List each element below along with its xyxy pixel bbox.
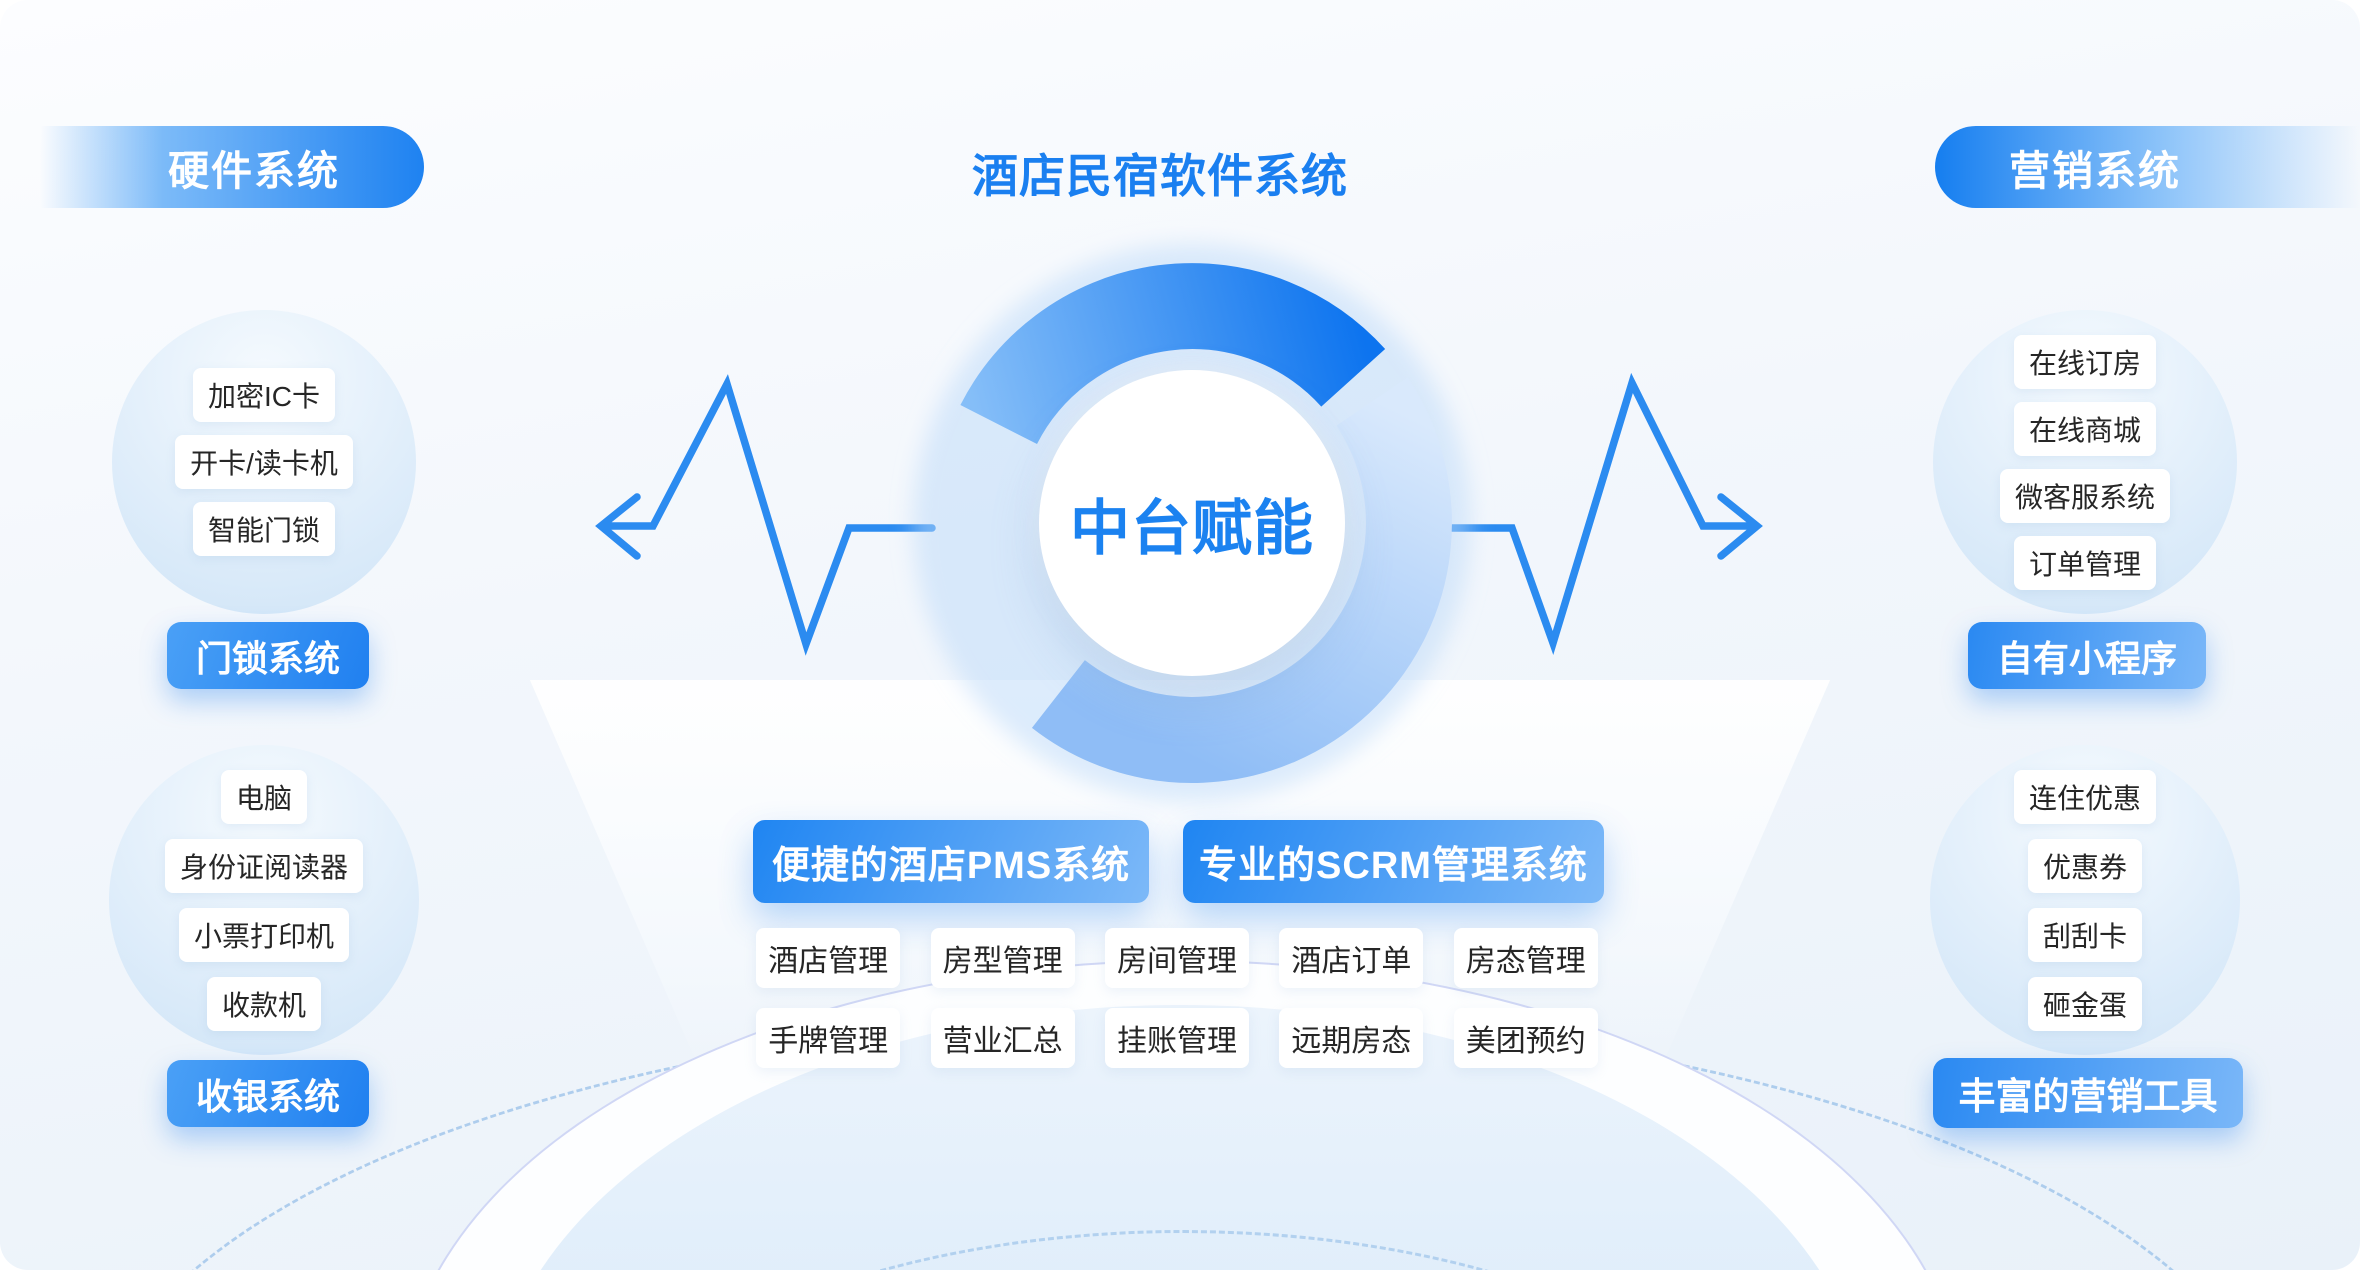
- door-lock-system-label: 门锁系统: [167, 622, 369, 689]
- group-item-chip: 在线商城: [2013, 401, 2156, 456]
- feature-chip: 房型管理: [930, 928, 1075, 988]
- feature-chip: 酒店订单: [1279, 928, 1424, 988]
- marketing-tools-bubble: 连住优惠 优惠券 刮刮卡 砸金蛋: [1930, 745, 2240, 1055]
- group-item-chip: 身份证阅读器: [164, 838, 363, 893]
- cashier-bubble: 电脑 身份证阅读器 小票打印机 收款机: [109, 745, 419, 1055]
- group-item-chip: 连住优惠: [2013, 769, 2156, 824]
- group-item-chip: 开卡/读卡机: [175, 435, 353, 489]
- marketing-system-pill: 营销系统: [1935, 126, 2360, 208]
- group-item-chip: 订单管理: [2013, 535, 2156, 590]
- group-item-chip: 微客服系统: [1999, 468, 2170, 523]
- ring-dark-arc: [960, 263, 1386, 445]
- group-item-chip: 砸金蛋: [2027, 976, 2142, 1031]
- feature-chip: 房间管理: [1104, 928, 1249, 988]
- core-ring: [913, 244, 1471, 802]
- cashier-system-label: 收银系统: [167, 1060, 369, 1127]
- hardware-system-pill: 硬件系统: [40, 126, 424, 208]
- scrm-system-button: 专业的SCRM管理系统: [1183, 820, 1604, 903]
- marketing-system-pill-label: 营销系统: [2009, 148, 2181, 194]
- feature-chip: 远期房态: [1279, 1008, 1424, 1068]
- feature-chip: 美团预约: [1453, 1008, 1598, 1068]
- feature-chip: 酒店管理: [756, 928, 901, 988]
- mini-program-bubble: 在线订房 在线商城 微客服系统 订单管理: [1933, 310, 2237, 614]
- right-pulse-arrow-icon: [1448, 372, 1763, 655]
- page-title: 酒店民宿软件系统: [972, 150, 1348, 202]
- hardware-system-pill-label: 硬件系统: [168, 148, 340, 194]
- group-item-chip: 刮刮卡: [2027, 907, 2142, 962]
- core-label: 中台赋能: [1070, 494, 1314, 562]
- group-item-chip: 优惠券: [2027, 838, 2142, 893]
- door-lock-bubble: 加密IC卡 开卡/读卡机 智能门锁: [112, 310, 416, 614]
- left-pulse-arrow-icon: [595, 374, 936, 656]
- feature-chip: 营业汇总: [930, 1008, 1075, 1068]
- group-item-chip: 智能门锁: [192, 502, 335, 556]
- group-item-chip: 小票打印机: [178, 907, 349, 962]
- group-item-chip: 加密IC卡: [192, 368, 335, 422]
- core-circle: 中台赋能: [1039, 370, 1345, 676]
- pms-system-button: 便捷的酒店PMS系统: [753, 820, 1149, 903]
- feature-chip: 挂账管理: [1104, 1008, 1249, 1068]
- marketing-tools-label: 丰富的营销工具: [1933, 1058, 2243, 1128]
- group-item-chip: 电脑: [220, 769, 307, 824]
- mini-program-label: 自有小程序: [1968, 622, 2206, 689]
- group-item-chip: 收款机: [206, 976, 321, 1031]
- feature-grid: 酒店管理 房型管理 房间管理 酒店订单 房态管理 手牌管理 营业汇总 挂账管理 …: [741, 928, 1613, 1068]
- ring-light-arc: [1031, 377, 1452, 783]
- feature-chip: 房态管理: [1453, 928, 1598, 988]
- feature-chip: 手牌管理: [756, 1008, 901, 1068]
- group-item-chip: 在线订房: [2013, 334, 2156, 389]
